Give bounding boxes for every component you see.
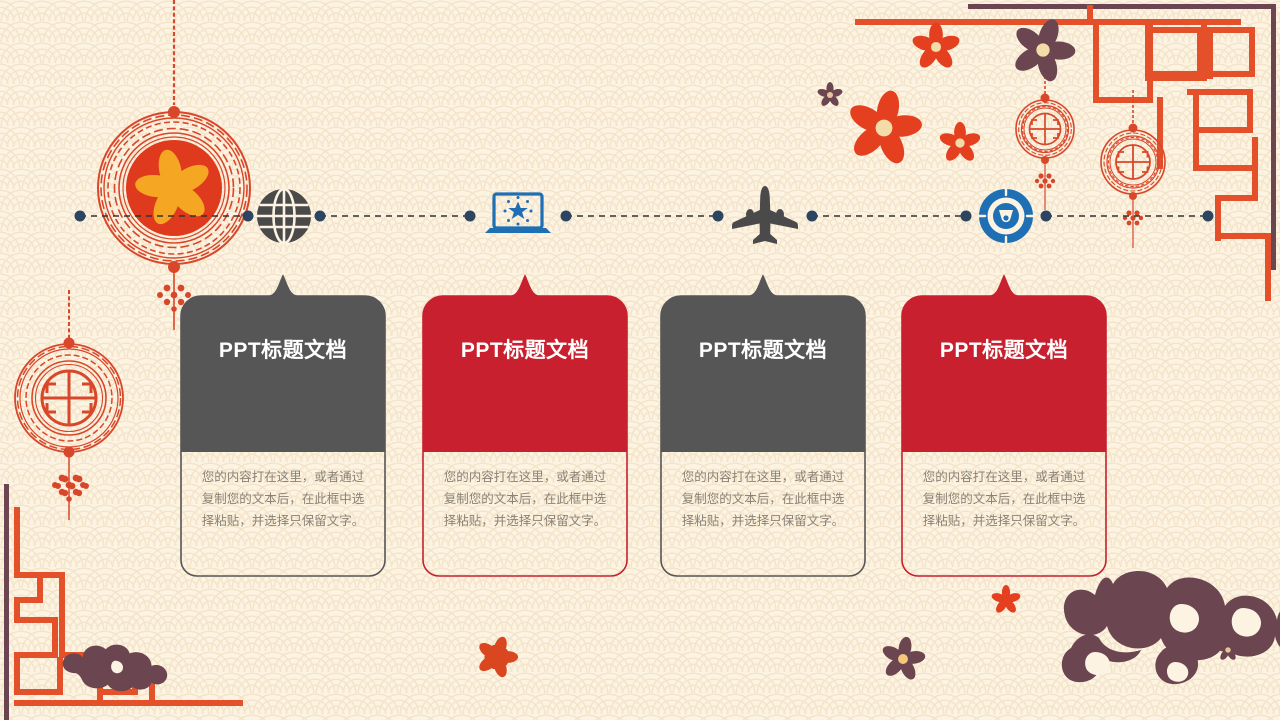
card-title: PPT标题文档 — [939, 339, 1069, 362]
flower-top-right-2 — [845, 88, 923, 168]
flower-bottom-right — [880, 635, 927, 682]
card-body-text: 您的内容打在这里，或者通过复制您的文本后，在此框中选择粘贴，并选择只保留文字。 — [201, 470, 365, 528]
card-header-fill — [423, 276, 627, 452]
flower-cloud-accent-2 — [1216, 638, 1240, 662]
card-body-text: 您的内容打在这里，或者通过复制您的文本后，在此框中选择粘贴，并选择只保留文字。 — [681, 470, 845, 528]
flower-medallion — [97, 111, 251, 265]
card-title: PPT标题文档 — [218, 339, 348, 362]
card-header-fill — [661, 276, 865, 452]
card-body-text: 您的内容打在这里，或者通过复制您的文本后，在此框中选择粘贴，并选择只保留文字。 — [443, 470, 607, 528]
content-card[interactable]: PPT标题文档 您的内容打在这里，或者通过复制您的文本后，在此框中选择粘贴，并选… — [901, 274, 1107, 577]
card-title: PPT标题文档 — [698, 339, 828, 362]
flower-top-right-1 — [910, 22, 962, 71]
hanging-ornament-right-2 — [1100, 90, 1166, 248]
chinese-knot-right-1 — [1034, 173, 1056, 189]
chinese-knot-bottom-left — [55, 475, 89, 497]
longevity-medallion — [14, 343, 124, 453]
flower-top-right-3 — [938, 121, 982, 164]
card-shape — [901, 274, 1107, 577]
card-shape — [660, 274, 866, 577]
content-card[interactable]: PPT标题文档 您的内容打在这里，或者通过复制您的文本后，在此框中选择粘贴，并选… — [660, 274, 866, 577]
flower-bottom-center — [476, 635, 519, 679]
card-body-text: 您的内容打在这里，或者通过复制您的文本后，在此框中选择粘贴，并选择只保留文字。 — [922, 470, 1086, 528]
longevity-medallion — [1100, 129, 1166, 195]
frame-line-right — [1271, 4, 1276, 270]
flower-top-right-5 — [816, 82, 844, 108]
hanging-ornament-right-1 — [1015, 26, 1075, 210]
flower-top-right-4 — [1011, 16, 1076, 84]
flower-cloud-accent — [990, 585, 1022, 615]
card-title: PPT标题文档 — [460, 339, 590, 362]
content-card[interactable]: PPT标题文档 您的内容打在这里，或者通过复制您的文本后，在此框中选择粘贴，并选… — [422, 274, 628, 577]
hanging-ornament-top-left — [97, 0, 251, 330]
card-header-fill — [902, 276, 1106, 452]
card-header-fill — [181, 276, 385, 452]
card-shape — [180, 274, 386, 577]
chinese-knot-right-2 — [1122, 210, 1144, 226]
auspicious-cloud-bottom-left — [62, 644, 168, 692]
frame-line-left — [4, 484, 9, 720]
content-card[interactable]: PPT标题文档 您的内容打在这里，或者通过复制您的文本后，在此框中选择粘贴，并选… — [180, 274, 386, 577]
frame-line-top-right — [968, 4, 1276, 9]
longevity-medallion — [1015, 99, 1075, 159]
card-shape — [422, 274, 628, 577]
auspicious-cloud-bottom-right — [1061, 571, 1280, 685]
chinese-knot-top-left — [157, 284, 191, 312]
